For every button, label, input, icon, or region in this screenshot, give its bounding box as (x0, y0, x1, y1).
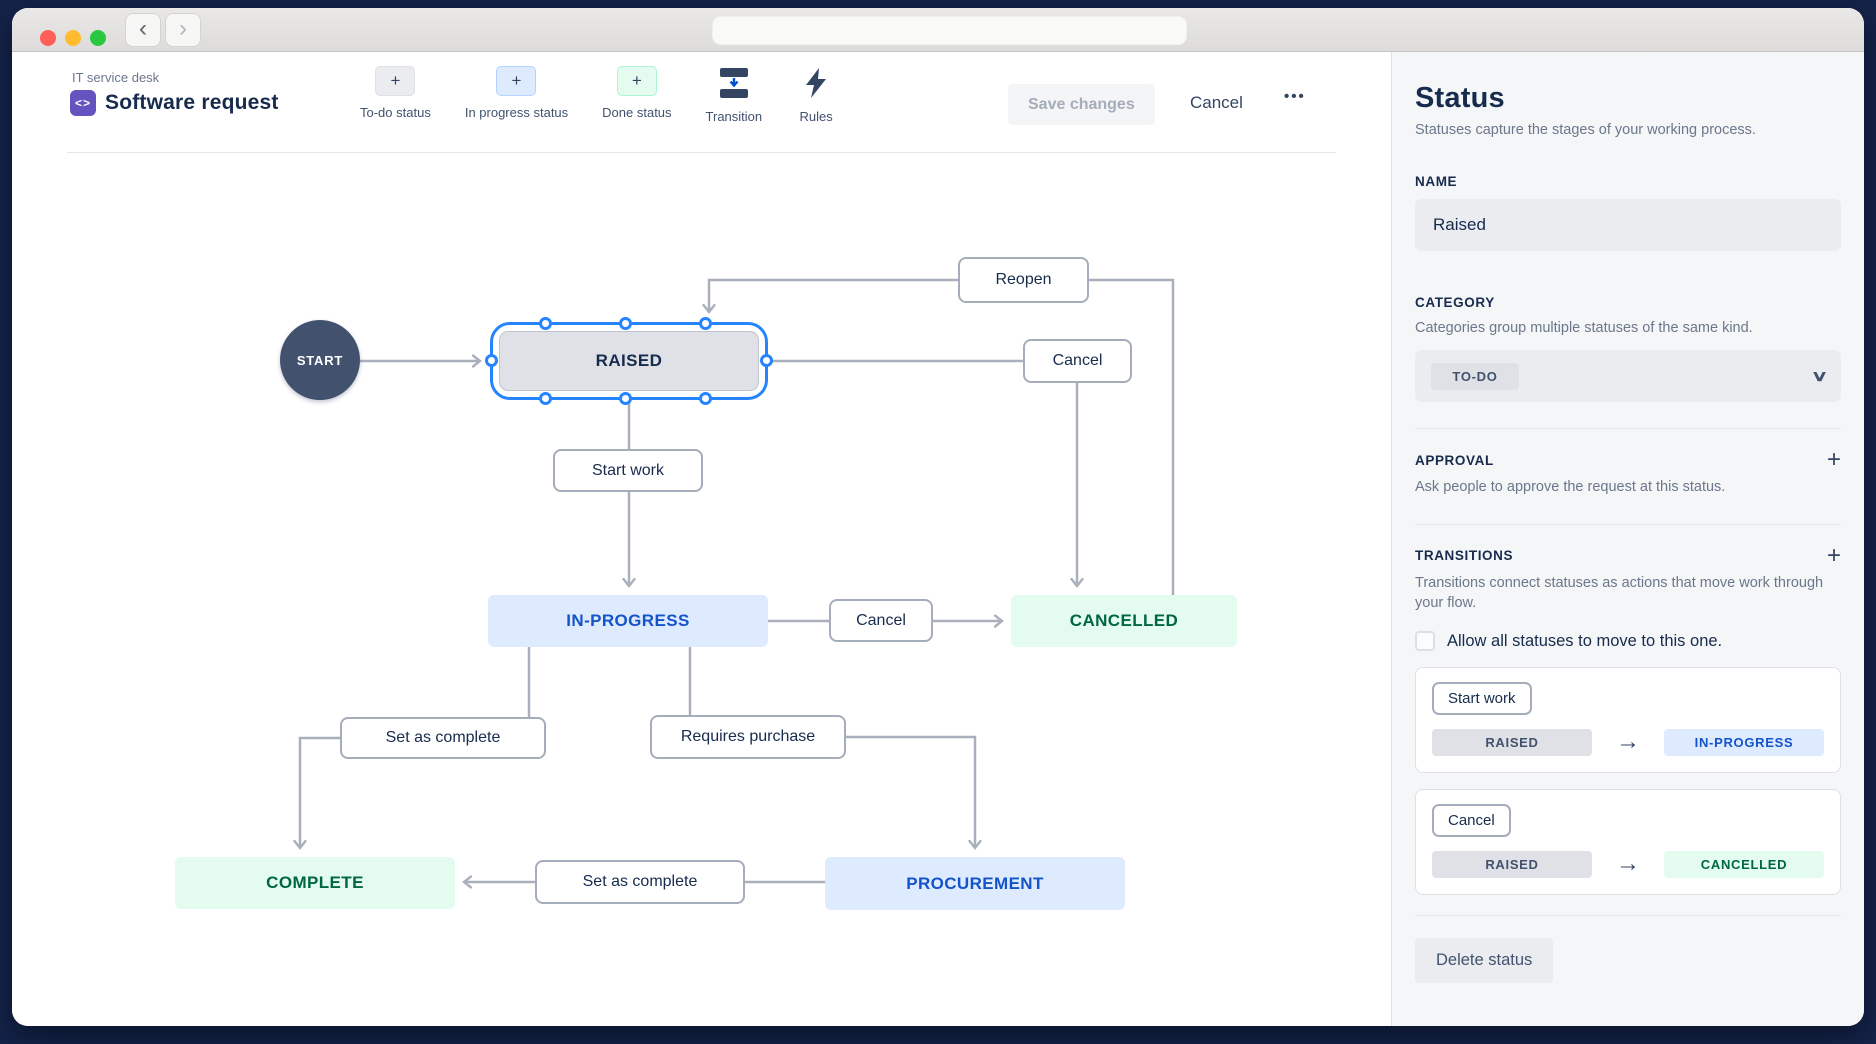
browser-window: ‹ › IT service desk <> Software request … (12, 8, 1864, 1026)
transition-label-cancel-top[interactable]: Cancel (1023, 339, 1132, 383)
delete-status-button[interactable]: Delete status (1415, 938, 1554, 984)
page-title: Software request (105, 91, 279, 114)
toolbar: + To-do status + In progress status + Do… (360, 66, 836, 124)
selection-handle[interactable] (539, 317, 552, 330)
section-divider (1415, 523, 1841, 525)
selection-handle[interactable] (699, 317, 712, 330)
transition-label-set-as-complete[interactable]: Set as complete (340, 717, 546, 759)
allow-all-statuses-checkbox[interactable] (1415, 631, 1435, 652)
workflow-editor-main: IT service desk <> Software request + To… (12, 52, 1391, 1026)
status-node-cancelled[interactable]: CANCELLED (1011, 595, 1237, 647)
transition-action-chip[interactable]: Start work (1432, 682, 1532, 716)
add-inprogress-status-button[interactable]: + In progress status (465, 66, 568, 124)
transition-card-start-work[interactable]: Start work RAISED → IN-PROGRESS (1415, 667, 1841, 774)
header-divider (67, 152, 1336, 153)
chevron-down-icon: ∨ (1810, 368, 1829, 386)
transition-label-start-work[interactable]: Start work (553, 449, 703, 492)
plus-icon: + (616, 66, 657, 96)
status-node-procurement[interactable]: PROCUREMENT (825, 857, 1125, 910)
selection-handle[interactable] (760, 354, 773, 367)
plus-icon: + (496, 66, 537, 96)
status-node-raised-selected[interactable]: RAISED (485, 317, 773, 405)
allow-all-statuses-label: Allow all statuses to move to this one. (1447, 631, 1723, 650)
minimize-window-button[interactable] (65, 30, 81, 46)
selection-handle[interactable] (619, 392, 632, 405)
transition-label-cancel-mid[interactable]: Cancel (829, 599, 933, 642)
add-transition-button[interactable]: Transition (706, 66, 762, 124)
arrow-right-icon: → (1616, 850, 1640, 878)
category-select[interactable]: TO-DO ∨ (1415, 350, 1841, 403)
rules-button[interactable]: Rules (796, 66, 836, 124)
from-status-badge: RAISED (1432, 850, 1592, 878)
arrow-right-icon: → (1616, 728, 1640, 756)
transition-icon (714, 66, 754, 100)
name-label: NAME (1415, 174, 1458, 189)
transitions-description: Transitions connect statuses as actions … (1415, 574, 1824, 611)
from-status-badge: RAISED (1432, 728, 1592, 756)
approval-label: APPROVAL (1415, 452, 1494, 468)
status-node-start[interactable]: START (280, 320, 360, 400)
panel-subtitle: Statuses capture the stages of your work… (1415, 122, 1756, 138)
workflow-connectors (12, 278, 1175, 982)
project-icon: <> (70, 90, 96, 116)
back-button[interactable]: ‹ (125, 13, 161, 47)
add-approval-button[interactable]: + (1826, 446, 1841, 474)
approval-description: Ask people to approve the request at thi… (1415, 479, 1726, 496)
transition-label-requires-purchase[interactable]: Requires purchase (650, 715, 846, 759)
selection-handle[interactable] (619, 317, 632, 330)
status-name-input[interactable] (1415, 199, 1841, 251)
status-node-in-progress[interactable]: IN-PROGRESS (488, 595, 768, 647)
section-divider (1415, 915, 1841, 917)
category-label: CATEGORY (1415, 295, 1495, 310)
category-description: Categories group multiple statuses of th… (1415, 320, 1753, 336)
transition-card-cancel[interactable]: Cancel RAISED → CANCELLED (1415, 789, 1841, 896)
breadcrumb[interactable]: IT service desk (72, 70, 160, 85)
selection-handle[interactable] (699, 392, 712, 405)
status-node-complete[interactable]: COMPLETE (175, 857, 455, 909)
forward-button[interactable]: › (165, 13, 201, 47)
more-options-button[interactable]: ••• (1284, 88, 1306, 105)
lightning-bolt-icon (796, 66, 836, 100)
add-transition-panel-button[interactable]: + (1826, 541, 1841, 569)
selection-handle[interactable] (539, 392, 552, 405)
status-inspector-panel: Status Statuses capture the stages of yo… (1391, 52, 1864, 1026)
url-bar[interactable] (712, 16, 1187, 45)
transition-label-set-as-complete-bottom[interactable]: Set as complete (535, 860, 745, 904)
add-todo-status-button[interactable]: + To-do status (360, 66, 431, 124)
selection-handle[interactable] (485, 354, 498, 367)
close-window-button[interactable] (40, 30, 56, 46)
status-node-raised[interactable]: RAISED (499, 331, 759, 391)
panel-title: Status (1415, 82, 1505, 114)
zoom-window-button[interactable] (90, 30, 106, 46)
plus-icon: + (375, 66, 416, 96)
to-status-badge: CANCELLED (1664, 850, 1824, 878)
section-divider (1415, 428, 1841, 430)
transition-action-chip[interactable]: Cancel (1432, 804, 1511, 838)
category-value-badge: TO-DO (1431, 362, 1519, 390)
transitions-label: TRANSITIONS (1415, 548, 1514, 564)
add-done-status-button[interactable]: + Done status (602, 66, 672, 124)
to-status-badge: IN-PROGRESS (1664, 728, 1824, 756)
browser-chrome: ‹ › (12, 8, 1864, 52)
transition-label-reopen[interactable]: Reopen (958, 257, 1089, 303)
cancel-button[interactable]: Cancel (1190, 93, 1243, 112)
save-changes-button[interactable]: Save changes (1008, 84, 1155, 125)
